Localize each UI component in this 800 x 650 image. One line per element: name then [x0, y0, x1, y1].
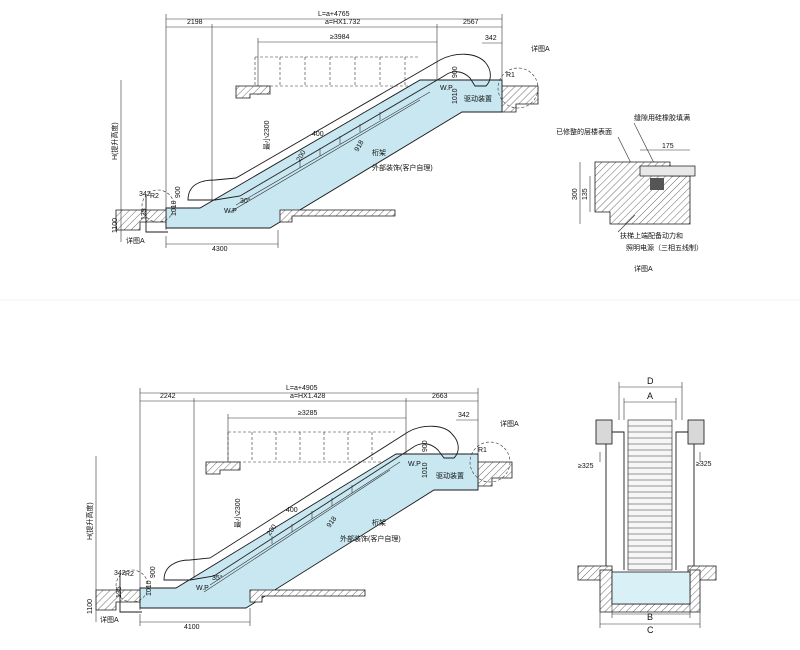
top-truss-label: 桁架 — [372, 148, 386, 157]
bottom-lower-floor-right — [249, 589, 366, 603]
bottom-dim-1100: 1100 — [87, 599, 94, 614]
top-dim-918: 918 — [354, 139, 366, 153]
detail-dim-300: 300 — [572, 188, 579, 200]
top-bottom-length: 4300 — [212, 246, 228, 253]
bottom-end-dim: 342 — [458, 412, 470, 419]
bottom-dim-900-bottom: 900 — [150, 566, 157, 578]
top-upper-floor-left — [235, 85, 271, 99]
top-handrail — [187, 53, 491, 201]
bottom-bottom-length: 4100 — [184, 624, 200, 631]
top-dim-1010: 1010 — [452, 88, 459, 104]
top-escalator-elevation: L=a+4765 2198 a=HX1.732 2567 ≥3984 342 H… — [110, 11, 550, 253]
bottom-drive-label: 驱动装置 — [436, 471, 464, 480]
bottom-wp-top: W.P — [408, 461, 421, 468]
bottom-detail-ref-bottom: 详图A — [100, 615, 119, 624]
cross-clear-right: ≥325 — [696, 461, 712, 468]
top-cladding-label: 外部装饰(客户自理) — [372, 163, 433, 172]
top-detail-circle-top — [497, 67, 539, 109]
top-dim-342-bottom: 342 — [139, 191, 151, 198]
detail-sealant-label: 缝隙用硅橡胶填满 — [634, 113, 690, 122]
top-r1: R1 — [506, 72, 515, 79]
cross-label-c: C — [647, 625, 654, 635]
cross-label-d: D — [647, 376, 654, 386]
bottom-escalator-elevation: L=a+4905 2242 a=HX1.428 2663 ≥3285 342 H… — [85, 385, 519, 631]
detail-power-line1: 扶梯上端配备动力和 — [620, 231, 683, 240]
detail-caption: 详图A — [634, 264, 653, 273]
right-handrail-head — [687, 419, 705, 445]
cross-label-a: A — [647, 391, 653, 401]
step-treads — [627, 419, 673, 571]
top-dim-900: 900 — [452, 66, 459, 78]
bottom-mid-dim: a=HX1.428 — [290, 393, 325, 400]
detail-floor-finish — [639, 165, 696, 177]
bottom-total-length: L=a+4905 — [286, 385, 318, 392]
left-handrail-head — [595, 419, 613, 445]
detail-dim-175: 175 — [662, 143, 674, 150]
top-detail-circle-bottom — [141, 189, 175, 223]
detail-power-line2: 照明电源（三相五线制） — [626, 243, 703, 252]
top-min-clear: 最小2300 — [262, 120, 271, 150]
bottom-left-dim: 2242 — [160, 393, 176, 400]
bottom-detail-circle-bottom — [115, 569, 149, 603]
top-detail-ref-bottom: 详图A — [126, 236, 145, 245]
top-lift-height: H(提升高度) — [110, 122, 119, 160]
bottom-cladding-label: 外部装饰(客户自理) — [340, 534, 401, 543]
bottom-r1: R1 — [478, 447, 487, 454]
top-right-dim: 2567 — [463, 19, 479, 26]
cross-label-b: B — [647, 612, 653, 622]
top-wp-top: W.P — [440, 85, 453, 92]
detail-sealant-block — [650, 178, 664, 190]
top-dim-1100: 1100 — [112, 218, 119, 233]
top-min-dim: ≥3984 — [330, 34, 350, 41]
top-drive-label: 驱动装置 — [464, 94, 492, 103]
top-total-length: L=a+4765 — [318, 11, 350, 18]
bottom-upper-floor-left — [205, 461, 241, 475]
bottom-min-clear: 最小2300 — [233, 498, 242, 528]
bottom-step-dim: 400 — [286, 507, 298, 514]
top-dim-1010-bottom: 1010 — [171, 200, 178, 216]
top-lower-floor-right — [279, 209, 396, 223]
top-detail-ref: 详图A — [531, 44, 550, 53]
detail-dim-135: 135 — [582, 188, 589, 200]
bottom-dim-1010: 1010 — [422, 462, 429, 478]
bottom-upper-floor-right — [477, 461, 513, 487]
detail-a: 缝隙用硅橡胶填满 已修整的层楼表面 175 300 135 扶梯上端配备动力和 … — [556, 113, 703, 273]
bottom-right-dim: 2663 — [432, 393, 448, 400]
bottom-wp-bottom: W.P — [196, 585, 209, 592]
bottom-dim-1010-bottom: 1010 — [146, 580, 153, 596]
bottom-min-dim: ≥3285 — [298, 410, 318, 417]
top-step-dim: 400 — [312, 131, 324, 138]
top-dim-900-bottom: 900 — [175, 186, 182, 198]
detail-floor-label: 已修整的层楼表面 — [556, 127, 612, 136]
top-lower-floor — [115, 209, 167, 231]
top-angle: 30° — [240, 197, 251, 205]
top-r2: R2 — [150, 193, 159, 200]
bottom-dim-135: 135 — [116, 586, 123, 598]
bottom-lift-height: H(提升高度) — [85, 502, 94, 540]
bottom-detail-circle-top — [469, 441, 511, 483]
cross-section: D A ≥325 ≥325 B C — [577, 376, 717, 635]
cross-clear-left: ≥325 — [578, 463, 594, 470]
top-truss-body — [165, 79, 503, 229]
top-dim-200: 200 — [296, 149, 308, 163]
cross-pit-truss — [611, 571, 691, 605]
bottom-detail-ref: 详图A — [500, 419, 519, 428]
top-mid-dim: a=HX1.732 — [325, 19, 360, 26]
top-left-dim: 2198 — [187, 19, 203, 26]
bottom-handrail — [163, 425, 459, 581]
bottom-dim-342-bottom: 342 — [114, 570, 126, 577]
top-wp-bottom: W.P — [224, 208, 237, 215]
bottom-r2: R2 — [125, 571, 134, 578]
bottom-angle: 35° — [212, 574, 223, 582]
bottom-dim-900: 900 — [422, 440, 429, 452]
bottom-truss-label: 桁架 — [372, 518, 386, 527]
top-upper-floor-right — [501, 85, 539, 113]
top-end-dim: 342 — [485, 35, 497, 42]
